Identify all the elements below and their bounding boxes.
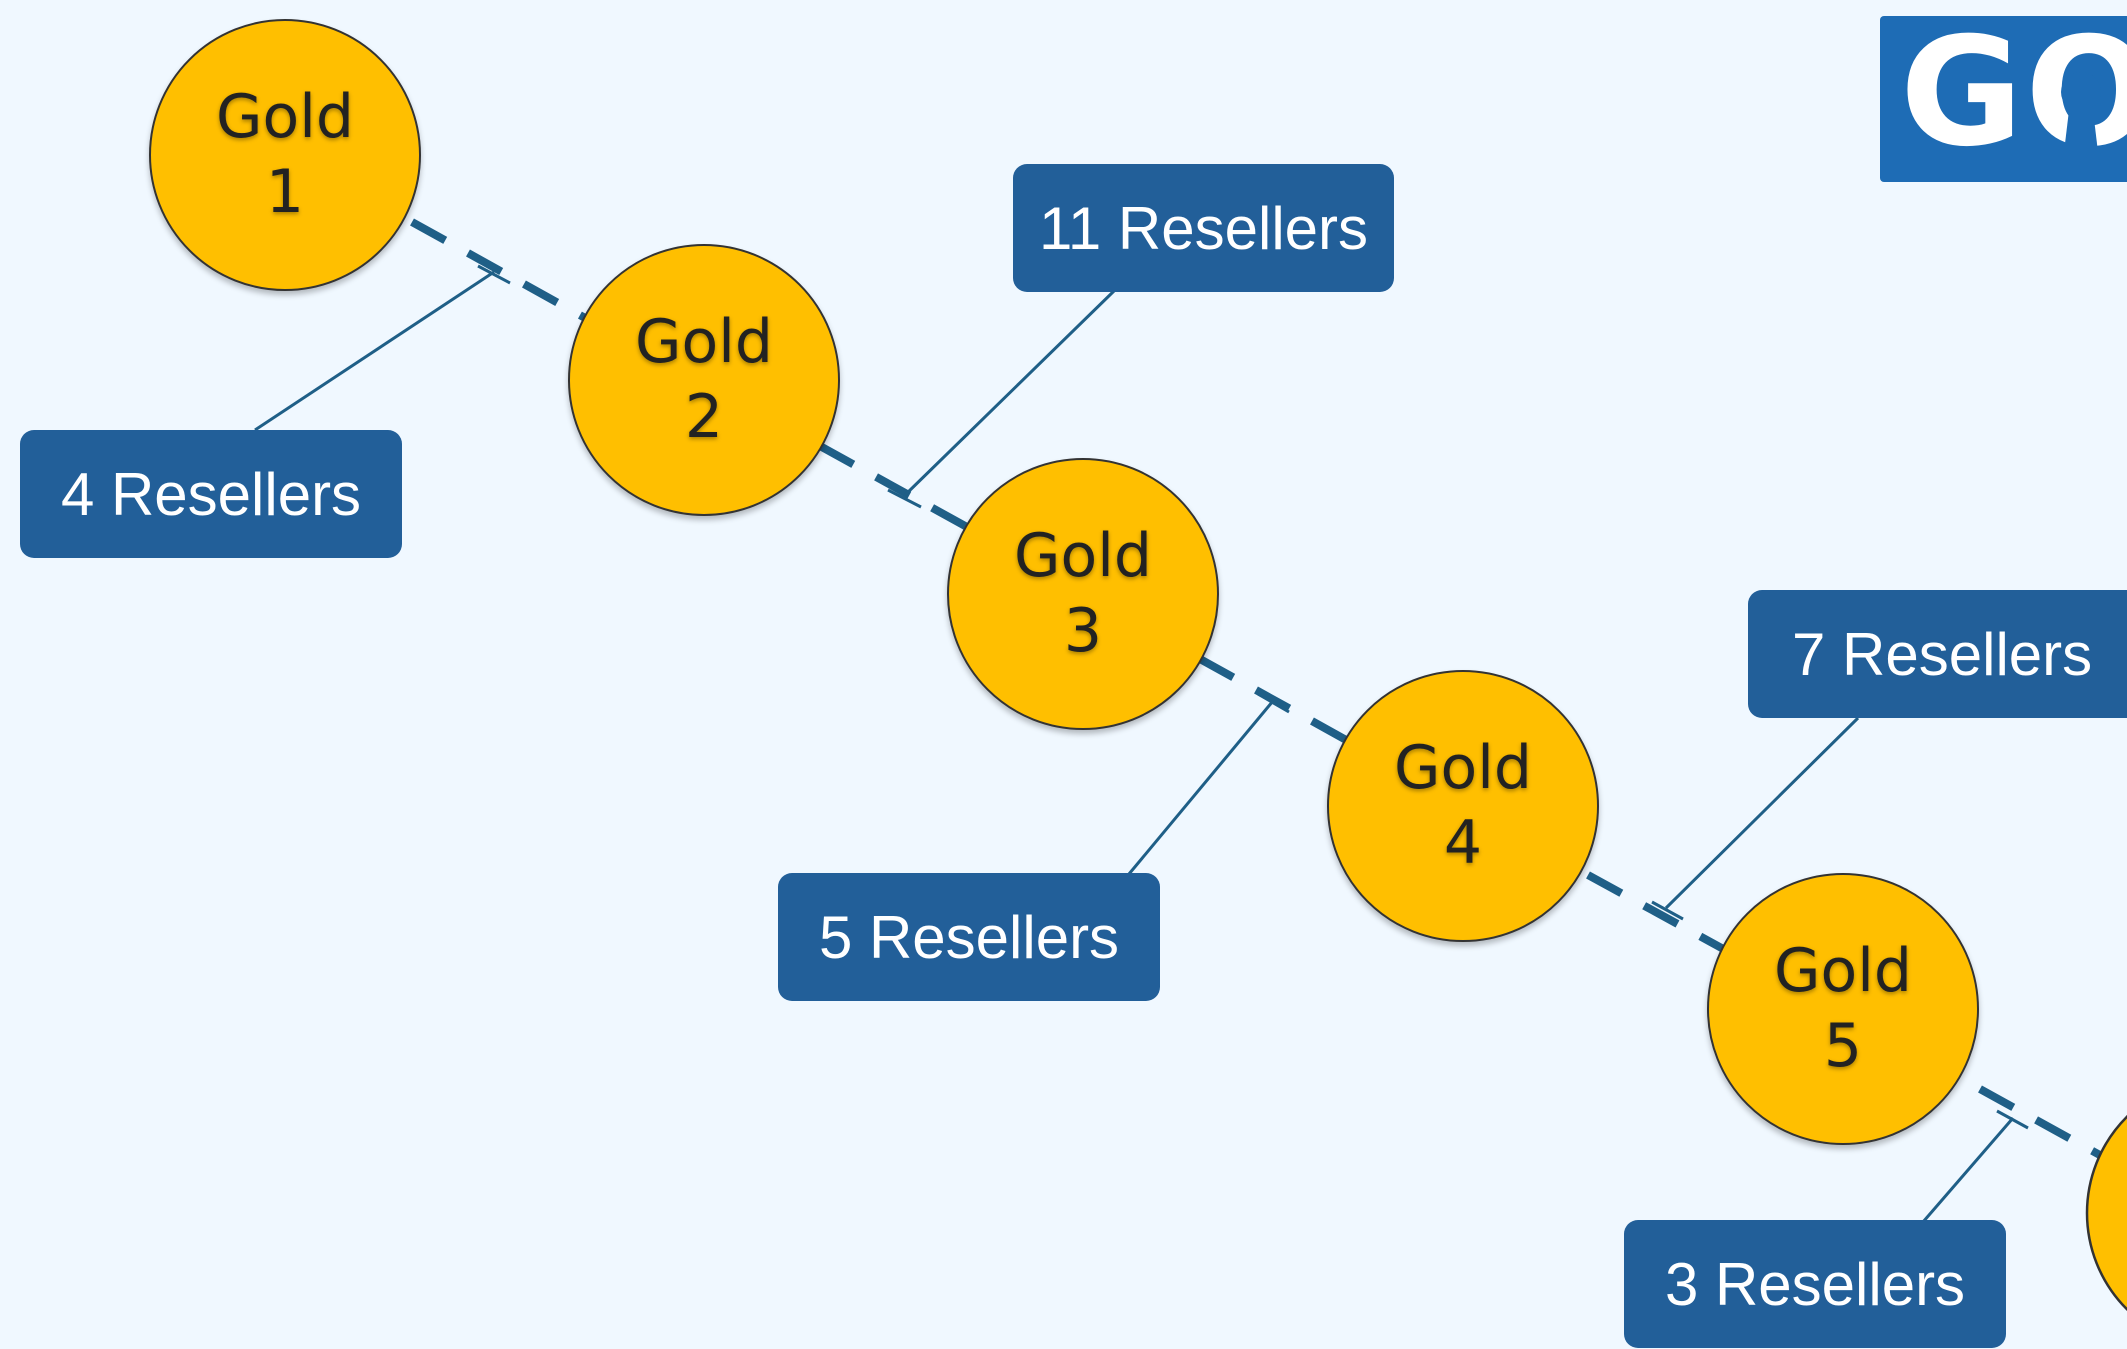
reseller-label-11: 11 Resellers [1013, 164, 1394, 292]
gold-node-3: Gold 3 [947, 458, 1219, 730]
gold-node-5: Gold 5 [1707, 873, 1979, 1145]
reseller-label-4: 4 Resellers [20, 430, 402, 558]
gold-node-word: Gold [635, 307, 773, 377]
gold-node-1: Gold 1 [149, 19, 421, 291]
leader-11-resellers-tick [887, 488, 922, 509]
chain-link-4-5 [1586, 871, 1729, 955]
leader-7-resellers-tick [1651, 900, 1684, 921]
leader-4-resellers-tick [477, 264, 511, 285]
leader-11-resellers [902, 288, 1117, 498]
leader-7-resellers [1664, 716, 1860, 910]
reseller-label-5: 5 Resellers [778, 873, 1160, 1001]
chain-link-3-4 [1198, 655, 1350, 745]
keyhole-icon [2061, 72, 2101, 152]
leader-3-resellers-tick [1996, 1109, 2029, 1130]
leader-3-resellers [1921, 1117, 2015, 1223]
gold-node-number: 4 [1443, 808, 1483, 878]
gold-node-word: Gold [1394, 733, 1532, 803]
company-logo: GO [1880, 16, 2127, 182]
gold-node-2: Gold 2 [568, 244, 840, 516]
chain-link-2-3 [818, 442, 969, 531]
gold-node-number: 3 [1063, 596, 1103, 666]
gold-node-number: 2 [684, 382, 724, 452]
gold-node-word: Gold [216, 82, 354, 152]
gold-node-partial [2085, 1114, 2127, 1312]
gold-node-word: Gold [1014, 521, 1152, 591]
leader-5-resellers-tick [1257, 692, 1290, 714]
gold-node-number: 1 [265, 157, 305, 227]
leader-5-resellers [1127, 700, 1275, 875]
reseller-label-7: 7 Resellers [1748, 590, 2127, 718]
chain-link-1-2 [410, 218, 589, 323]
gold-node-4: Gold 4 [1327, 670, 1599, 942]
gold-node-word: Gold [1774, 936, 1912, 1006]
gold-node-number: 5 [1823, 1011, 1863, 1081]
reseller-label-3: 3 Resellers [1624, 1220, 2006, 1348]
leader-4-resellers [254, 270, 495, 432]
